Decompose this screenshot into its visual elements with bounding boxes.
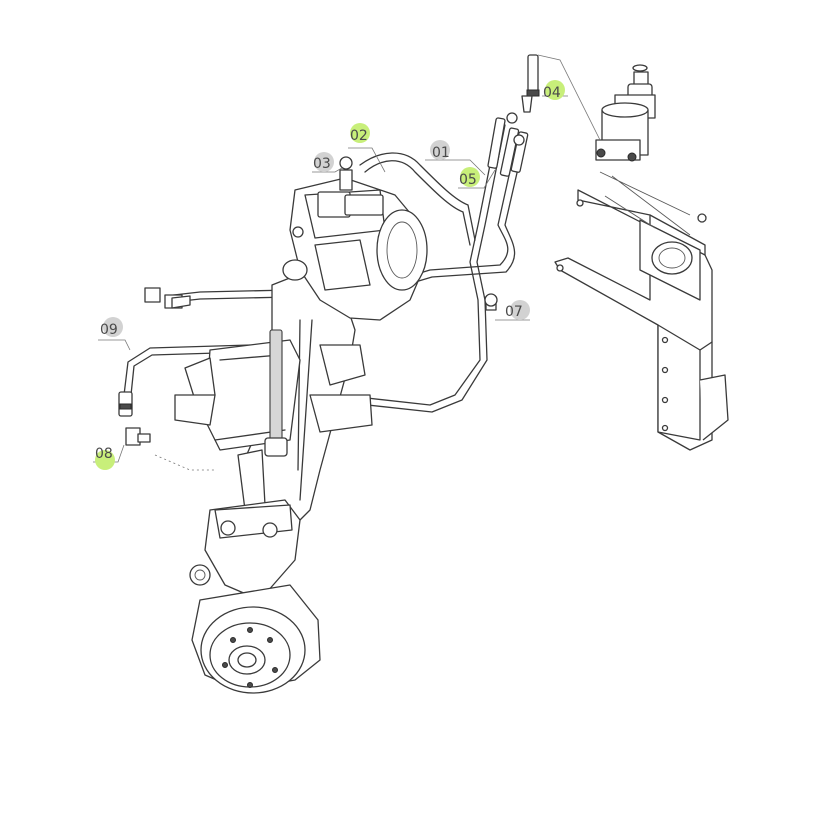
- callout-label-09: 09: [100, 322, 118, 338]
- callout-dot-09: [103, 317, 123, 337]
- callout-dot-05: [460, 167, 480, 187]
- axle-housing: [174, 271, 373, 531]
- callout-dot-02: [350, 123, 370, 143]
- callout-label-02: 02: [350, 128, 368, 144]
- callout-dot-01: [430, 140, 450, 160]
- callout-02: 02: [350, 123, 370, 144]
- callout-dot-03: [314, 152, 334, 172]
- callout-label-04: 04: [543, 85, 561, 101]
- mounting-bracket: [554, 171, 729, 451]
- callout-04: 04: [543, 80, 565, 101]
- callout-label-03: 03: [313, 156, 331, 172]
- callout-07: 07: [505, 300, 530, 320]
- callout-05: 05: [459, 167, 480, 188]
- pipe-fittings: [118, 54, 540, 446]
- differential-pump: [282, 156, 428, 321]
- callout-01: 01: [430, 140, 450, 161]
- callout-dot-04: [545, 80, 565, 100]
- callout-label-01: 01: [432, 145, 450, 161]
- callout-08: 08: [95, 446, 115, 470]
- callout-dot-07: [510, 300, 530, 320]
- callout-label-08: 08: [95, 446, 113, 462]
- callout-09: 09: [100, 317, 123, 338]
- callout-03: 03: [313, 152, 334, 172]
- wheel-hub: [189, 449, 321, 694]
- steering-cylinder: [595, 64, 656, 162]
- callout-label-07: 07: [505, 304, 523, 320]
- callout-dot-08: [95, 450, 115, 470]
- callout-label-05: 05: [459, 172, 477, 188]
